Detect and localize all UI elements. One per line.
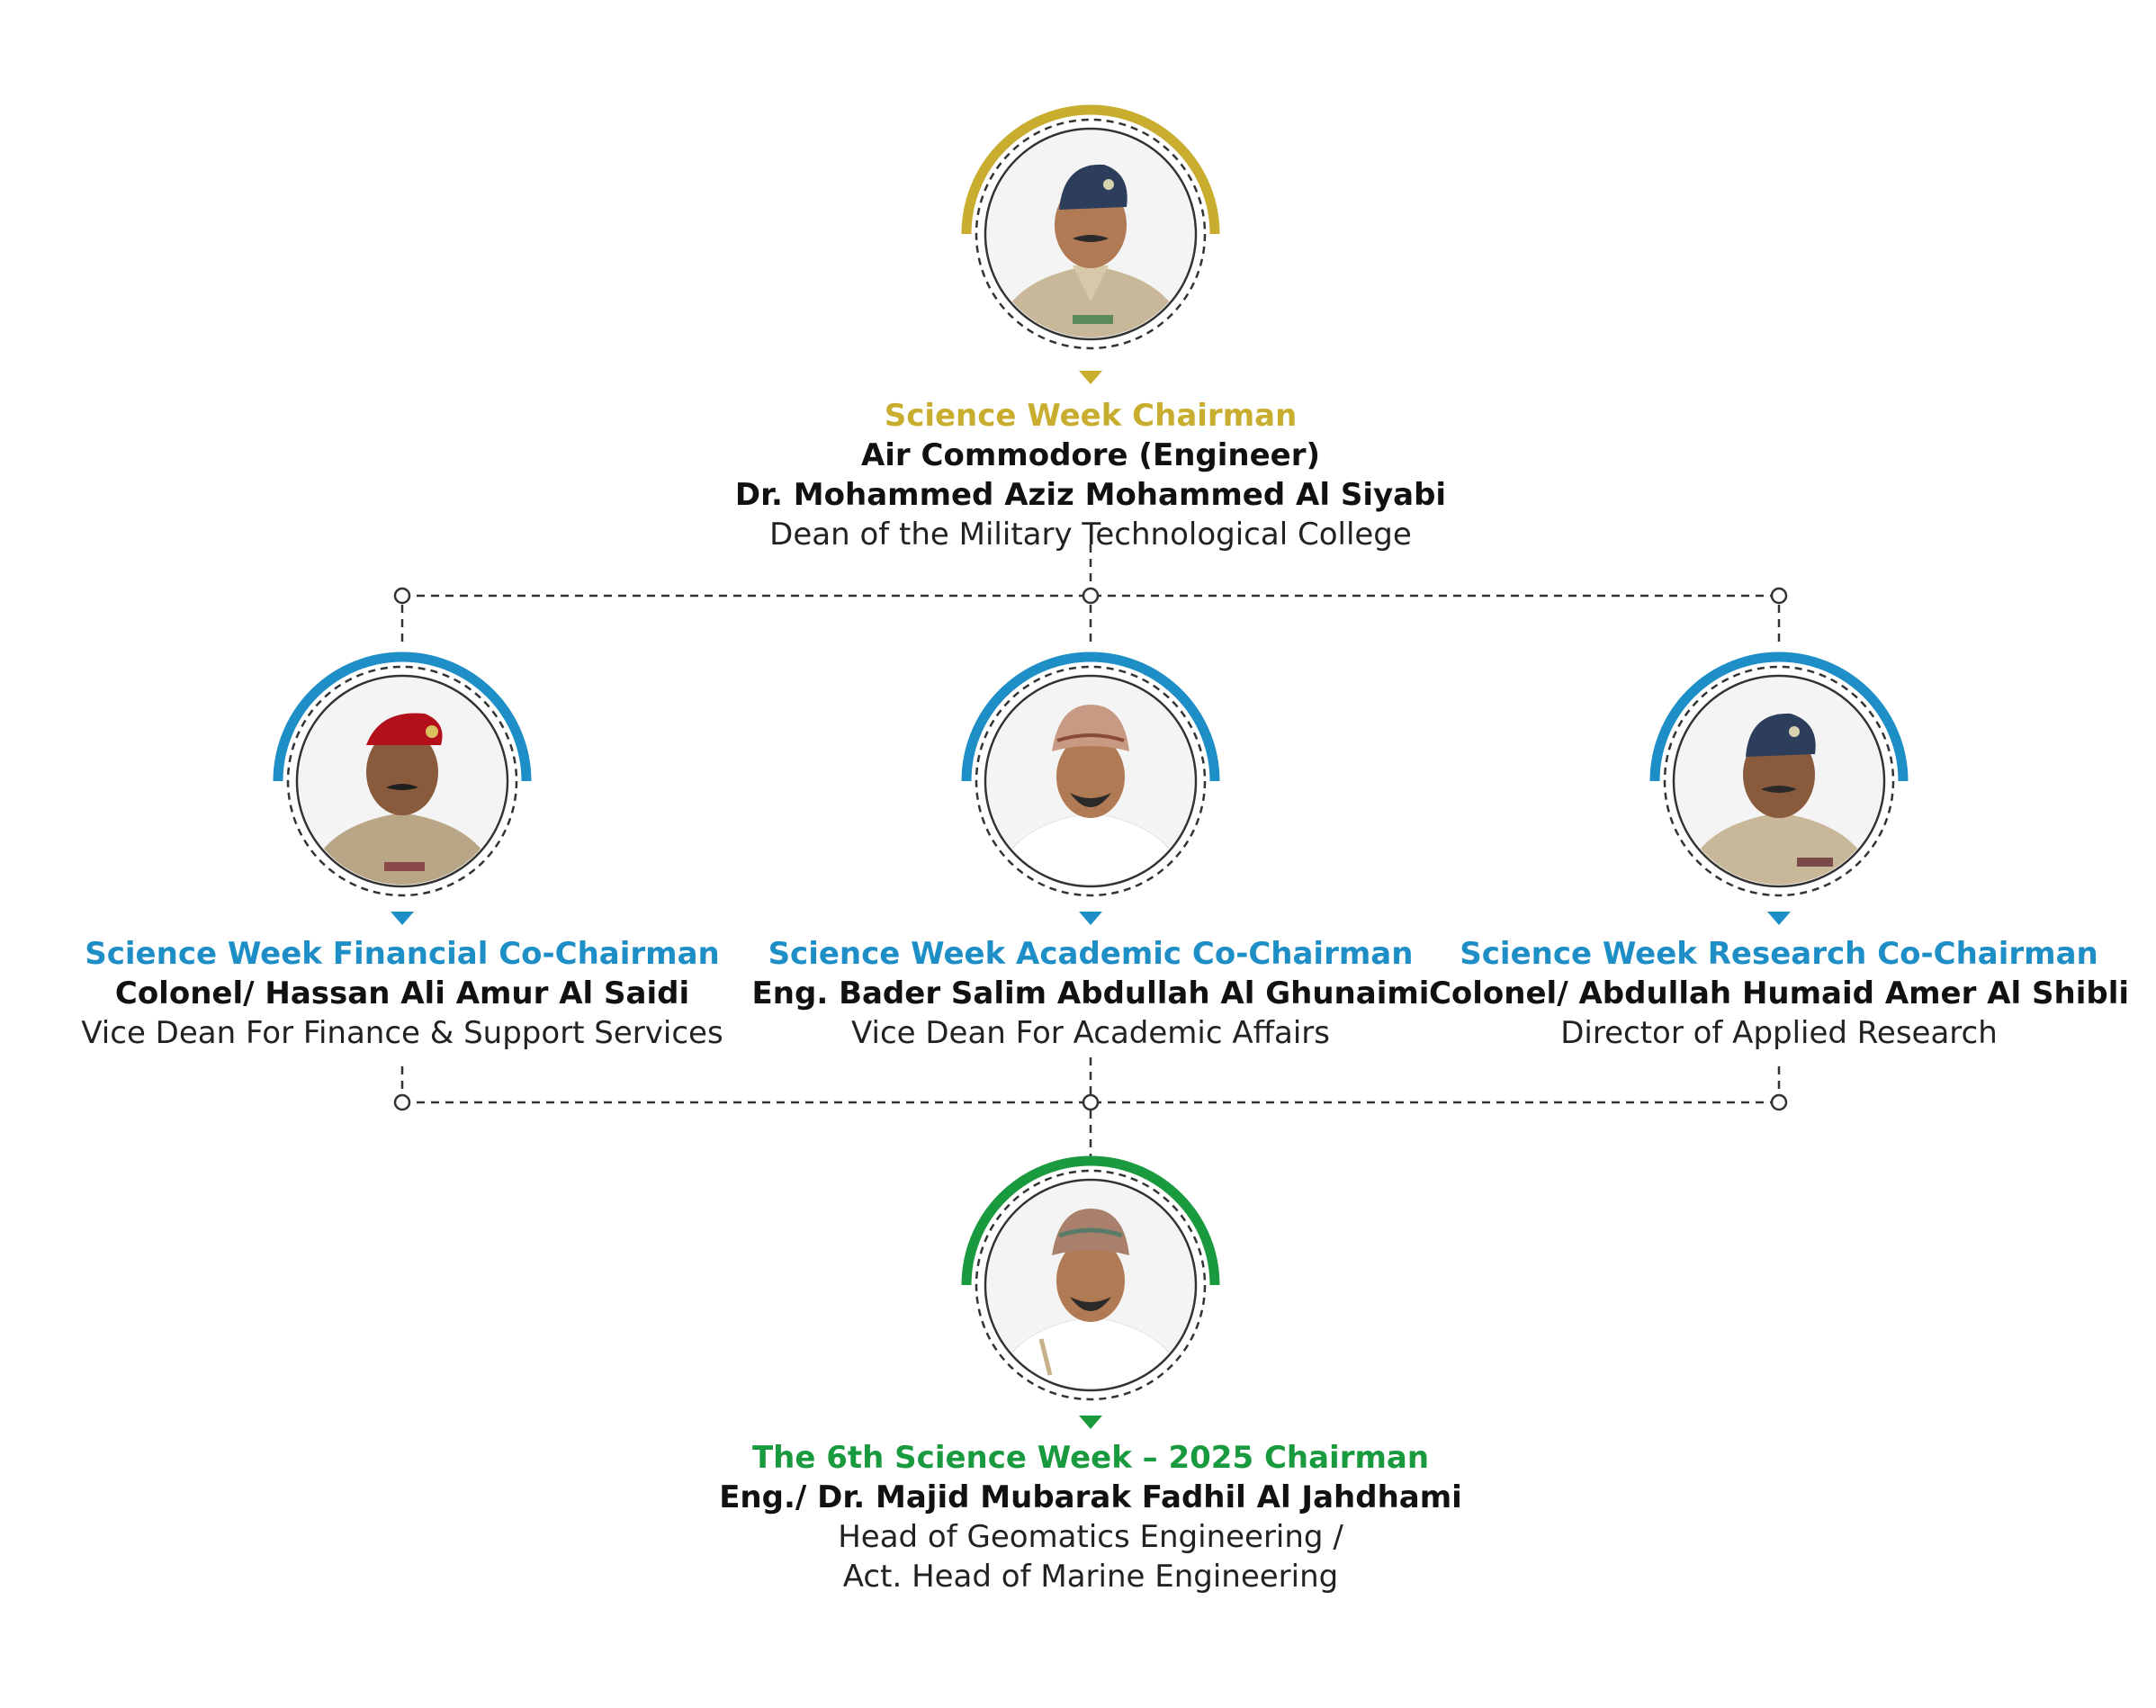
research-cochair-title: Director of Applied Research (1560, 1015, 1998, 1051)
research-cochair-role: Science Week Research Co-Chairman (1460, 936, 2098, 972)
chairman-caption: Science Week Chairman Air Commodore (Eng… (686, 396, 1496, 554)
junction-dot (1770, 587, 1788, 605)
research-cochair-photo (1675, 678, 1882, 885)
junction-dot (393, 587, 411, 605)
event-chair-role: The 6th Science Week – 2025 Chairman (751, 1440, 1430, 1476)
junction-dot (1082, 1093, 1100, 1111)
academic-cochair-name: Eng. Bader Salim Abdullah Al Ghunaimi (751, 975, 1430, 1011)
financial-cochair-name: Colonel/ Hassan Ali Amur Al Saidi (114, 975, 690, 1011)
chairman-role: Science Week Chairman (884, 398, 1298, 434)
academic-cochair-caption: Science Week Academic Co-Chairman Eng. B… (686, 934, 1496, 1053)
academic-cochair-title: Vice Dean For Academic Affairs (850, 1015, 1330, 1051)
civilian-turban-portrait-icon (987, 1182, 1194, 1389)
pointer-icon (1079, 371, 1102, 384)
research-cochair-name: Colonel/ Abdullah Humaid Amer Al Shibli (1428, 975, 2130, 1011)
event-chair-title-line1: Head of Geomatics Engineering / (838, 1519, 1343, 1555)
junction-dot (393, 1093, 411, 1111)
civilian-turban-portrait-icon (987, 678, 1194, 885)
pointer-icon (391, 912, 414, 925)
army-officer-portrait-icon (299, 678, 506, 885)
junction-dot (1082, 587, 1100, 605)
event-chair-caption: The 6th Science Week – 2025 Chairman Eng… (686, 1438, 1496, 1596)
chairman-name-line1: Air Commodore (Engineer) (860, 437, 1321, 473)
research-cochair-caption: Science Week Research Co-Chairman Colone… (1374, 934, 2156, 1053)
chairman-title: Dean of the Military Technological Colle… (769, 517, 1412, 553)
green-ring-icon (961, 1155, 1220, 1401)
air-force-officer-portrait-icon (1675, 678, 1882, 885)
event-chair-photo (987, 1182, 1194, 1389)
pointer-icon (1079, 1416, 1102, 1429)
blue-ring-icon (1649, 652, 1909, 897)
air-force-officer-portrait-icon (987, 130, 1194, 337)
pointer-icon (1767, 912, 1791, 925)
chairman-photo (987, 130, 1194, 337)
financial-cochair-role: Science Week Financial Co-Chairman (85, 936, 720, 972)
gold-ring-icon (961, 104, 1220, 350)
academic-cochair-photo (987, 678, 1194, 885)
financial-cochair-title: Vice Dean For Finance & Support Services (81, 1015, 723, 1051)
junction-dot (1770, 1093, 1788, 1111)
financial-cochair-caption: Science Week Financial Co-Chairman Colon… (0, 934, 807, 1053)
event-chair-name: Eng./ Dr. Majid Mubarak Fadhil Al Jahdha… (719, 1479, 1462, 1515)
blue-ring-icon (961, 652, 1220, 897)
chairman-name-line2: Dr. Mohammed Aziz Mohammed Al Siyabi (734, 477, 1447, 513)
blue-ring-icon (273, 652, 532, 897)
academic-cochair-role: Science Week Academic Co-Chairman (768, 936, 1414, 972)
financial-cochair-photo (299, 678, 506, 885)
pointer-icon (1079, 912, 1102, 925)
event-chair-title-line2: Act. Head of Marine Engineering (842, 1559, 1339, 1595)
